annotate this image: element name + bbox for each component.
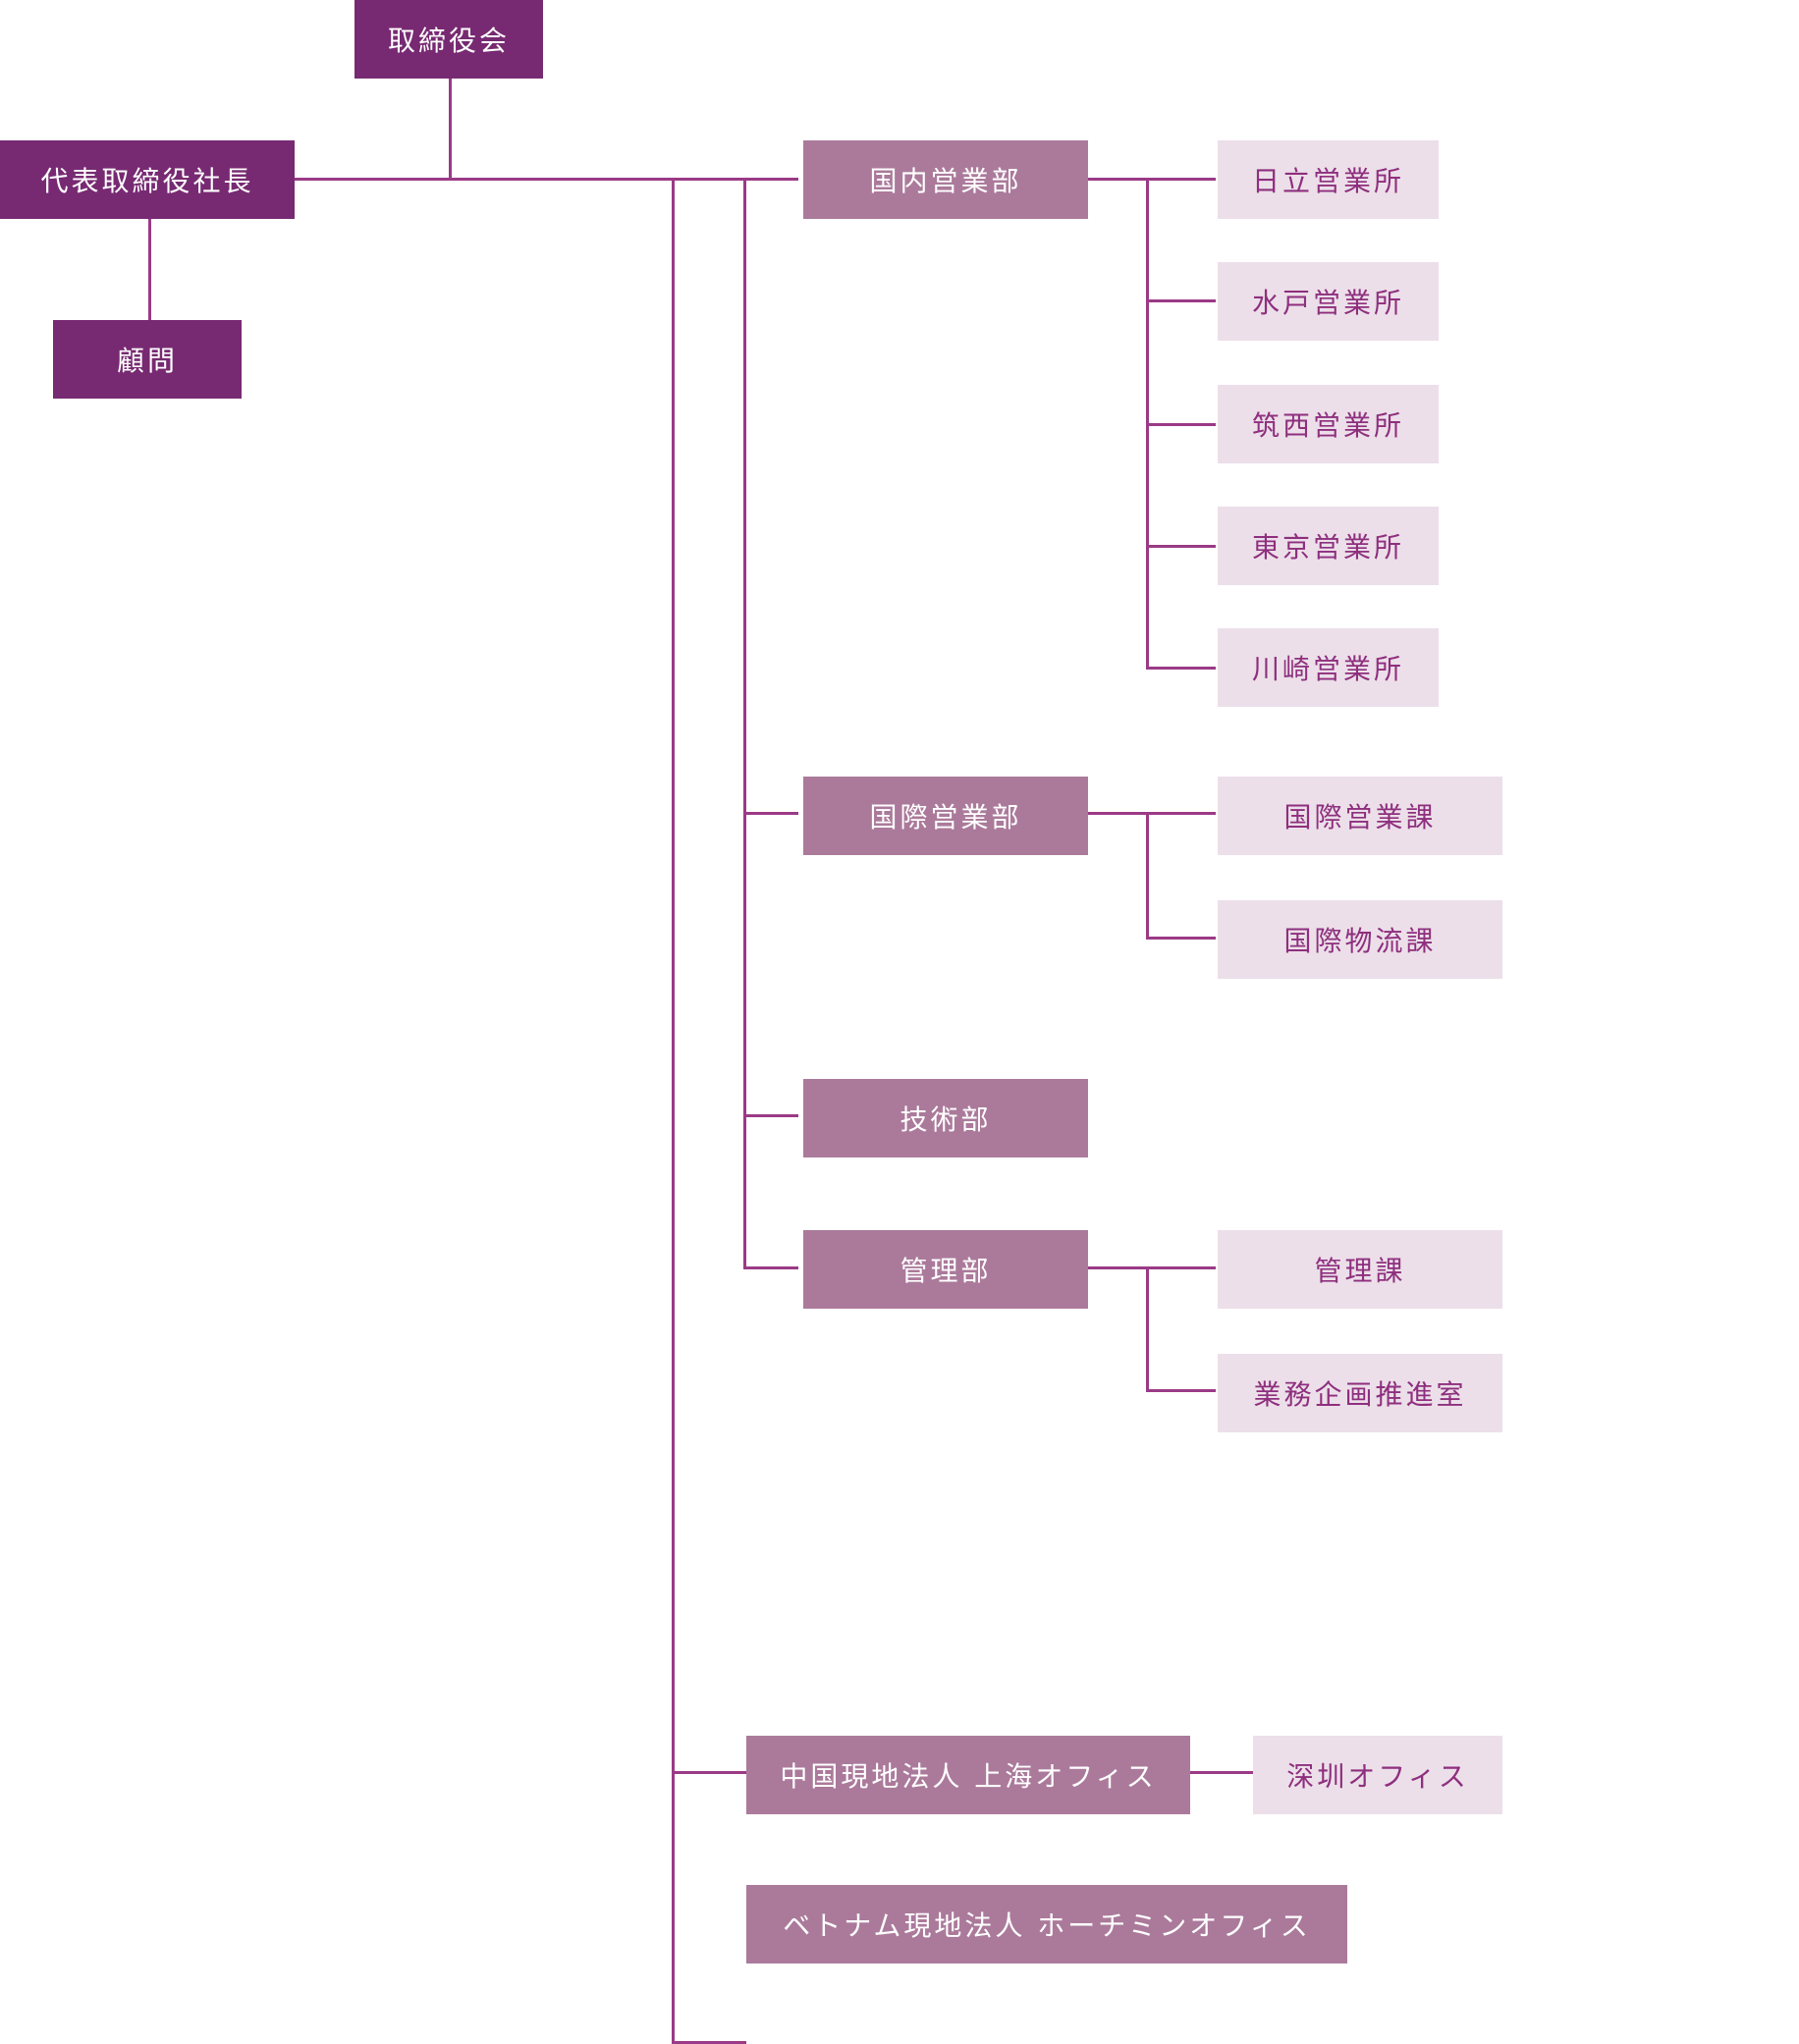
connector-president-advisor: [148, 218, 151, 322]
connector-domestic-unit-4: [1146, 545, 1216, 548]
connector-international-branch: [1146, 812, 1149, 940]
dept-china: 中国現地法人 上海オフィス: [746, 1736, 1190, 1814]
unit-administration-section: 管理課: [1218, 1230, 1502, 1309]
unit-international-sales-section: 国際営業課: [1218, 777, 1502, 855]
org-chart: 取締役会 代表取締役社長 顧問 国内営業部 国際営業部 技術部 管理部 中国現地…: [0, 0, 1502, 2044]
unit-business-planning-office: 業務企画推進室: [1218, 1354, 1502, 1432]
connector-domestic-unit-3: [1146, 423, 1216, 426]
unit-shenzhen-office: 深圳オフィス: [1253, 1736, 1502, 1814]
connector-domestic-unit-5: [1146, 667, 1216, 670]
connector-trunk-outer: [672, 178, 675, 2044]
unit-chikusei-office: 筑西営業所: [1218, 385, 1439, 463]
connector-administration-out: [1087, 1266, 1216, 1269]
connector-to-china: [672, 1771, 746, 1774]
dept-vietnam: ベトナム現地法人 ホーチミンオフィス: [746, 1885, 1347, 1963]
board-box: 取締役会: [354, 0, 543, 79]
connector-international-unit-2: [1146, 937, 1216, 940]
unit-kawasaki-office: 川崎営業所: [1218, 628, 1439, 707]
connector-administration-branch: [1146, 1266, 1149, 1392]
unit-hitachi-office: 日立営業所: [1218, 140, 1439, 219]
connector-administration-unit-2: [1146, 1389, 1216, 1392]
unit-mito-office: 水戸営業所: [1218, 262, 1439, 341]
connector-president-trunk: [293, 178, 798, 181]
connector-to-international-sales: [743, 812, 798, 815]
connector-international-out: [1087, 812, 1216, 815]
dept-international-sales: 国際営業部: [803, 777, 1088, 855]
dept-domestic-sales: 国内営業部: [803, 140, 1088, 219]
connector-china-out: [1189, 1771, 1253, 1774]
dept-engineering: 技術部: [803, 1079, 1088, 1157]
connector-domestic-out: [1087, 178, 1216, 181]
president-box: 代表取締役社長: [0, 140, 295, 219]
advisor-box: 顧問: [53, 320, 242, 399]
dept-administration: 管理部: [803, 1230, 1088, 1309]
connector-to-administration: [743, 1266, 798, 1269]
connector-board-president: [449, 77, 452, 179]
connector-domestic-unit-2: [1146, 299, 1216, 302]
connector-trunk-inner: [743, 178, 746, 1269]
connector-to-engineering: [743, 1114, 798, 1117]
unit-international-logistics-section: 国際物流課: [1218, 900, 1502, 979]
unit-tokyo-office: 東京営業所: [1218, 507, 1439, 585]
